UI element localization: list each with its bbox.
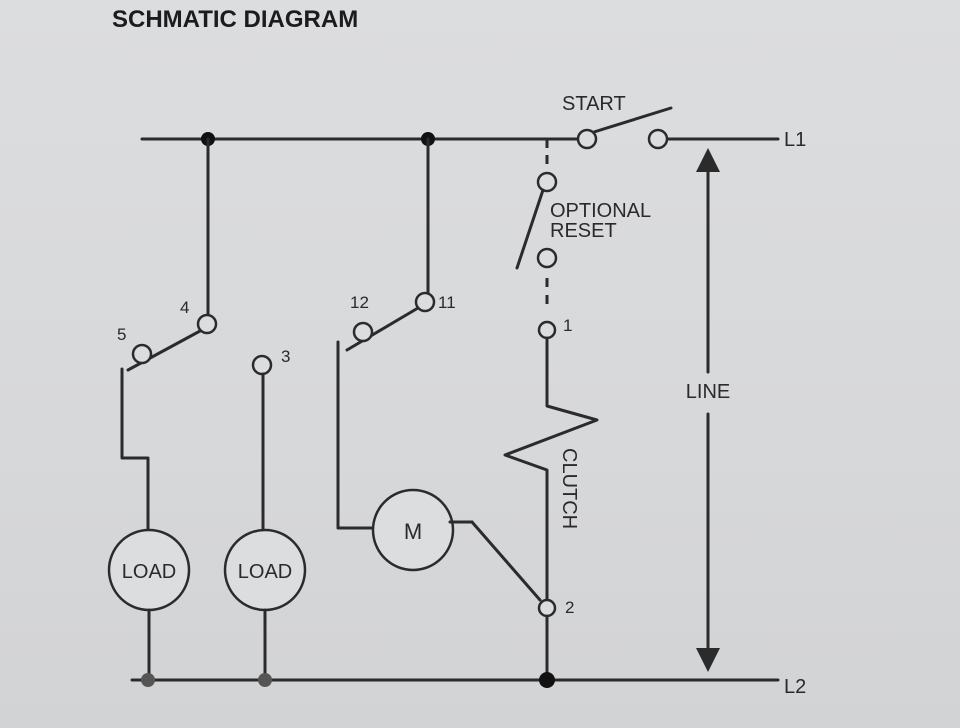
start-switch-blade: [592, 106, 673, 134]
load-b-label: LOAD: [238, 561, 292, 583]
start-contact-right: [647, 128, 669, 150]
clutch-coil: [503, 336, 599, 602]
terminal-12-label: 12: [350, 293, 369, 312]
terminal-1-label: 1: [563, 316, 572, 335]
reset-contact-bottom: [536, 247, 558, 269]
wire-motor-to-terminal-2: [470, 520, 542, 602]
motor: [371, 488, 455, 572]
diagram-title: SCHMATIC DIAGRAM: [112, 6, 358, 33]
terminal-5: [131, 343, 153, 365]
line-label: LINE: [686, 381, 730, 403]
start-label: START: [562, 93, 626, 115]
wire-12-to-motor: [336, 340, 375, 530]
junction-l2-load-b: [258, 673, 272, 687]
terminal-11: [414, 291, 436, 313]
clutch-label: CLUTCH: [558, 448, 580, 529]
terminal-3: [251, 354, 273, 376]
start-contact-left: [576, 128, 598, 150]
start-switch: [576, 106, 673, 150]
reset-switch-blade: [515, 188, 545, 270]
optional-label: OPTIONAL: [550, 200, 651, 222]
wire-5-to-load-a: [120, 367, 150, 532]
terminal-5-label: 5: [117, 325, 126, 344]
reset-contact-top: [536, 171, 558, 193]
load-a-label: LOAD: [122, 561, 176, 583]
terminal-4-label: 4: [180, 298, 189, 317]
switch-blade-11-12: [345, 306, 420, 352]
l1-label: L1: [784, 129, 806, 151]
terminal-12: [352, 321, 374, 343]
terminal-11-label: 11: [438, 293, 456, 312]
terminal-2-label: 2: [565, 598, 574, 617]
terminal-3-label: 3: [281, 347, 290, 366]
terminal-2: [537, 598, 557, 618]
terminal-1: [537, 320, 557, 340]
junction-l2-main: [539, 672, 555, 688]
reset-label: RESET: [550, 220, 617, 242]
motor-label: M: [404, 519, 422, 544]
l2-label: L2: [784, 676, 806, 698]
terminal-4: [196, 313, 218, 335]
junction-l2-load-a: [141, 673, 155, 687]
